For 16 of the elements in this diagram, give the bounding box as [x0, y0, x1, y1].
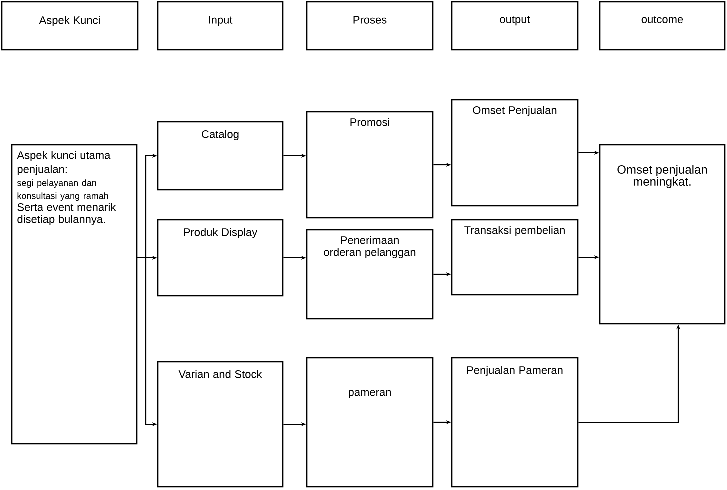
header-box: Proses	[306, 1, 434, 51]
process-box: Catalog	[157, 121, 284, 191]
process-box: Produk Display	[157, 219, 284, 297]
process-box: Penjualan Pameran	[451, 357, 579, 488]
process-box: Omset Penjualan	[451, 99, 579, 207]
process-box: Penerimaan orderan pelanggan	[306, 229, 434, 320]
process-box: pameran	[306, 357, 434, 488]
process-box: Transaksi pembelian	[451, 219, 579, 296]
header-box: outcome	[599, 1, 726, 51]
process-box: Promosi	[306, 111, 434, 219]
header-box: Input	[157, 1, 284, 51]
text-box: Aspek kunci utama penjualan: segi pelayanan dan konsultasi yang ramah Serta event menarik disetiap bulannya.	[11, 144, 138, 445]
process-box: Varian and Stock	[157, 361, 284, 488]
header-box: Aspek Kunci	[1, 1, 139, 51]
header-box: output	[451, 1, 579, 51]
process-box: Omset penjualan meningkat.	[599, 144, 726, 325]
